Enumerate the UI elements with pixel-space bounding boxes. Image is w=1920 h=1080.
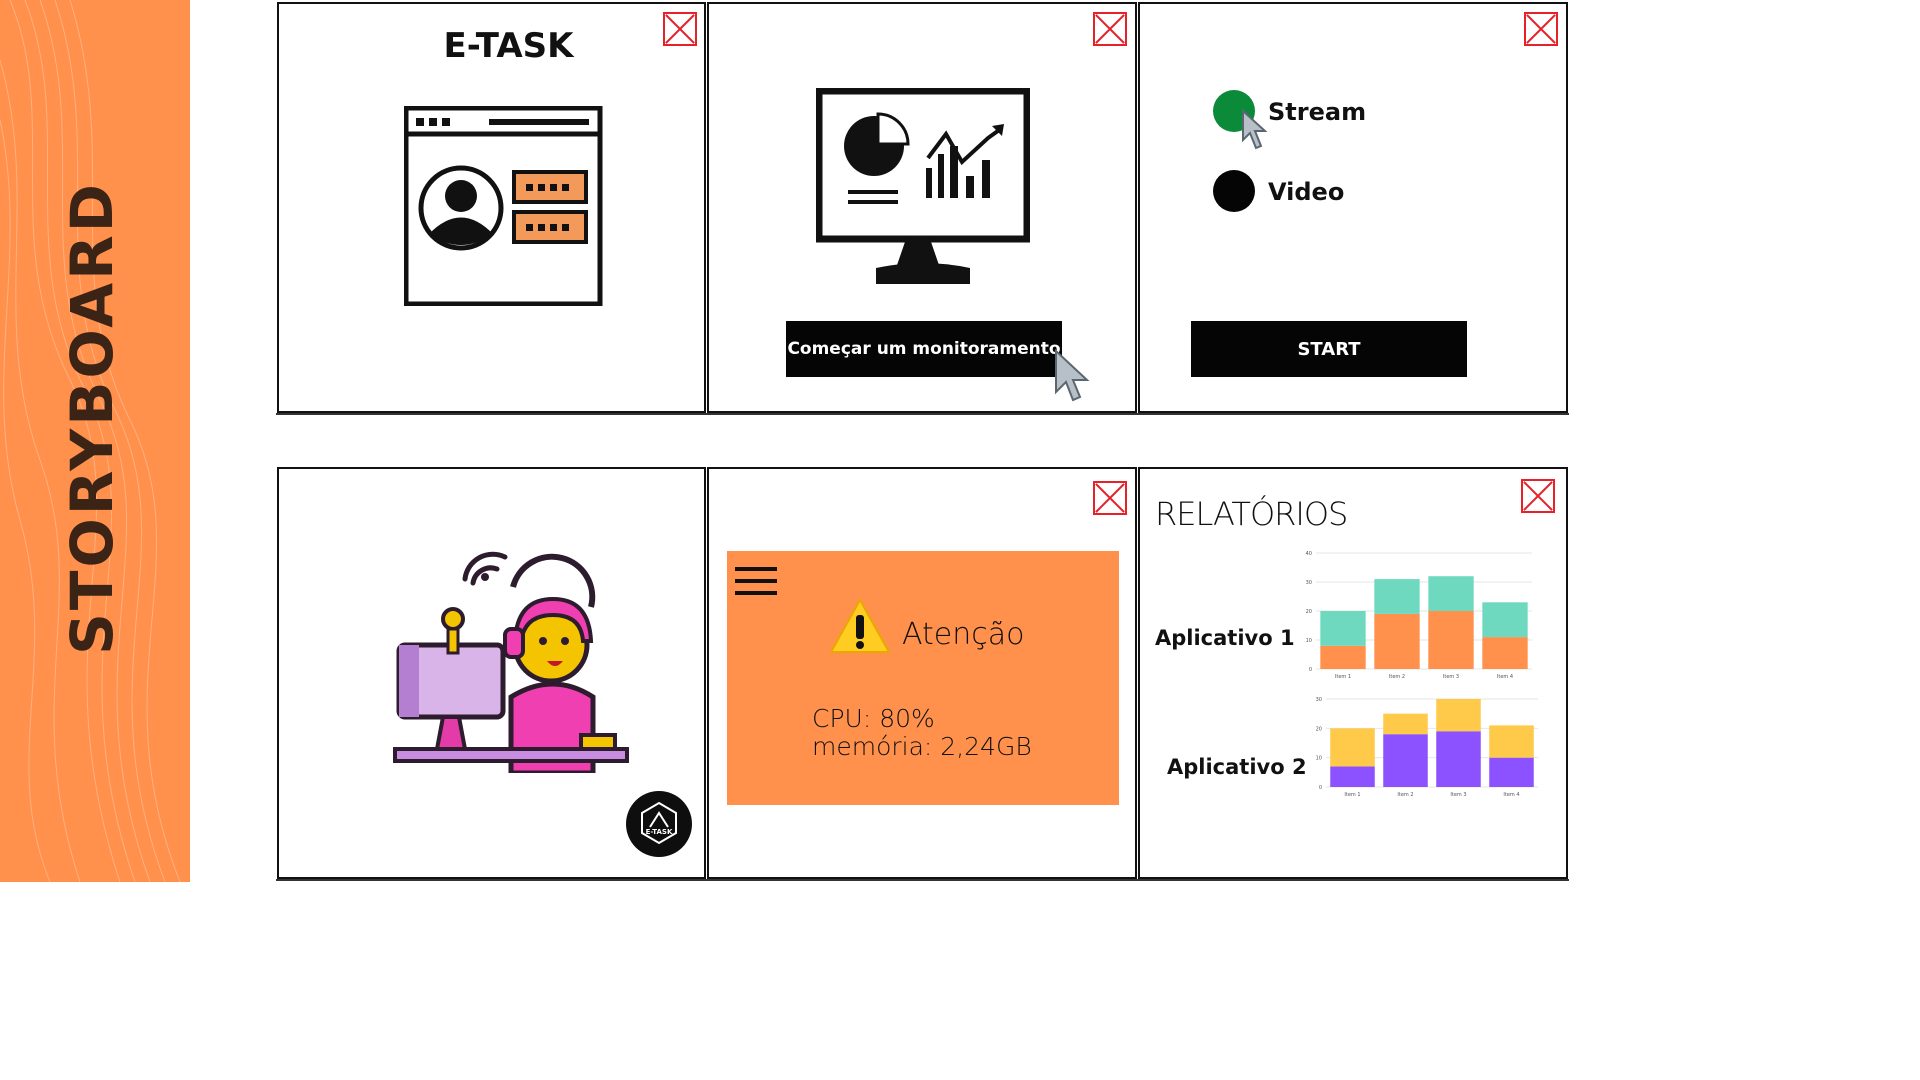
svg-text:E-TASK: E-TASK	[646, 828, 673, 836]
logo-emblem-icon: E-TASK	[641, 801, 677, 845]
bar-segment	[1436, 699, 1481, 732]
memory-usage: memória: 2,24GB	[812, 732, 1032, 761]
app-title: E-TASK	[443, 26, 574, 66]
panel-reports: RELATÓRIOS Aplicativo 1 Aplicativo 2 0 10…	[1137, 467, 1569, 881]
bar-segment	[1482, 637, 1528, 669]
e-task-logo: E-TASK	[626, 791, 692, 857]
start-button[interactable]: START	[1191, 321, 1467, 377]
close-icon[interactable]	[1524, 12, 1558, 46]
cursor-icon	[1242, 108, 1268, 150]
start-monitoring-button[interactable]: Começar um monitoramento	[786, 321, 1062, 377]
bar-segment	[1383, 713, 1428, 735]
y-tick-label: 20	[1316, 726, 1322, 732]
streamer-at-computer-icon	[393, 551, 629, 773]
y-tick-label: 0	[1319, 785, 1322, 791]
y-tick-label: 20	[1306, 609, 1312, 615]
close-icon[interactable]	[1093, 12, 1127, 46]
bar-segment	[1436, 731, 1481, 787]
dashboard-monitor-icon	[816, 88, 1030, 284]
bar-segment	[1374, 613, 1420, 669]
storyboard-sidebar: STORYBOARD	[0, 0, 190, 882]
y-tick-label: 0	[1309, 667, 1312, 673]
close-icon[interactable]	[1093, 481, 1127, 515]
bar-segment	[1383, 734, 1428, 787]
bar-segment	[1320, 611, 1366, 646]
x-tick-label: Item 2	[1397, 792, 1413, 798]
panel-streaming: E-TASK	[276, 467, 707, 881]
x-tick-label: Item 1	[1335, 674, 1351, 680]
bar-segment	[1489, 757, 1534, 787]
app1-label: Aplicativo 1	[1155, 626, 1295, 650]
cursor-icon	[1055, 348, 1090, 402]
panel-start-monitoring: Começar um monitoramento	[706, 2, 1138, 415]
x-tick-label: Item 4	[1497, 674, 1513, 680]
reports-title: RELATÓRIOS	[1155, 495, 1348, 533]
warning-icon	[829, 597, 891, 653]
bar-segment	[1330, 728, 1375, 767]
video-label: Video	[1268, 178, 1345, 206]
bar-segment	[1482, 602, 1528, 638]
stream-label: Stream	[1268, 98, 1367, 126]
x-tick-label: Item 3	[1443, 674, 1459, 680]
x-tick-label: Item 1	[1344, 792, 1360, 798]
bar-segment	[1330, 766, 1375, 787]
panel-login: E-TASK	[276, 2, 707, 415]
y-tick-label: 30	[1316, 697, 1322, 703]
hamburger-menu-icon[interactable]	[735, 567, 777, 595]
y-tick-label: 10	[1316, 756, 1322, 762]
bar-segment	[1428, 611, 1474, 669]
alert-box: Atenção CPU: 80% memória: 2,24GB	[727, 551, 1119, 805]
profile-window-icon	[404, 106, 603, 306]
bar-segment	[1320, 645, 1366, 669]
panel-select-mode: Stream Video START	[1137, 2, 1569, 415]
video-radio[interactable]	[1213, 170, 1255, 212]
alert-title: Atenção	[902, 617, 1025, 652]
y-tick-label: 30	[1306, 580, 1312, 586]
x-tick-label: Item 4	[1503, 792, 1519, 798]
x-tick-label: Item 2	[1389, 674, 1405, 680]
app2-label: Aplicativo 2	[1167, 755, 1307, 779]
close-icon[interactable]	[663, 12, 697, 46]
y-tick-label: 10	[1306, 638, 1312, 644]
close-icon[interactable]	[1521, 479, 1555, 513]
panel-alert: Atenção CPU: 80% memória: 2,24GB	[706, 467, 1138, 881]
y-tick-label: 40	[1306, 551, 1312, 557]
bar-segment	[1489, 725, 1534, 758]
cpu-usage: CPU: 80%	[812, 704, 935, 733]
bar-segment	[1374, 579, 1420, 614]
storyboard-title: STORYBOARD	[58, 181, 126, 655]
x-tick-label: Item 3	[1450, 792, 1466, 798]
wave-pattern	[0, 0, 181, 882]
bar-segment	[1428, 576, 1474, 611]
